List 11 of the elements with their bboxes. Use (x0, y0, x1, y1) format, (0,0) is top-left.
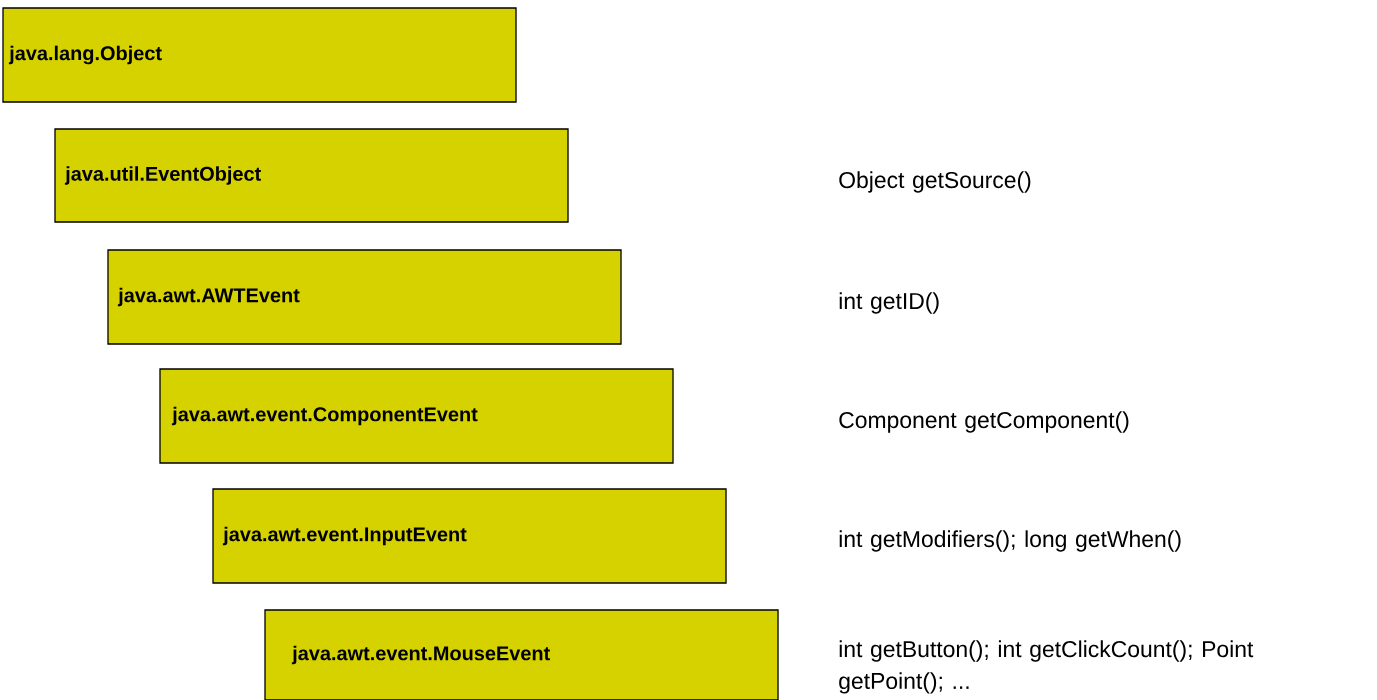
class-box: java.util.EventObject (54, 128, 569, 223)
method-list: int getModifiers(); long getWhen() (839, 530, 1181, 552)
class-box: java.awt.AWTEvent (107, 249, 622, 345)
method-list: int getButton(); int getClickCount(); Point getPoint(); ... (839, 640, 1254, 694)
method-list: Object getSource() (839, 171, 1031, 193)
class-box: java.awt.event.ComponentEvent (159, 368, 674, 464)
method-list: int getID() (839, 292, 939, 314)
class-box: java.lang.Object (2, 7, 517, 103)
class-box: java.awt.event.InputEvent (212, 488, 727, 584)
class-box: java.awt.event.MouseEvent (264, 609, 779, 700)
method-list: Component getComponent() (839, 411, 1129, 433)
